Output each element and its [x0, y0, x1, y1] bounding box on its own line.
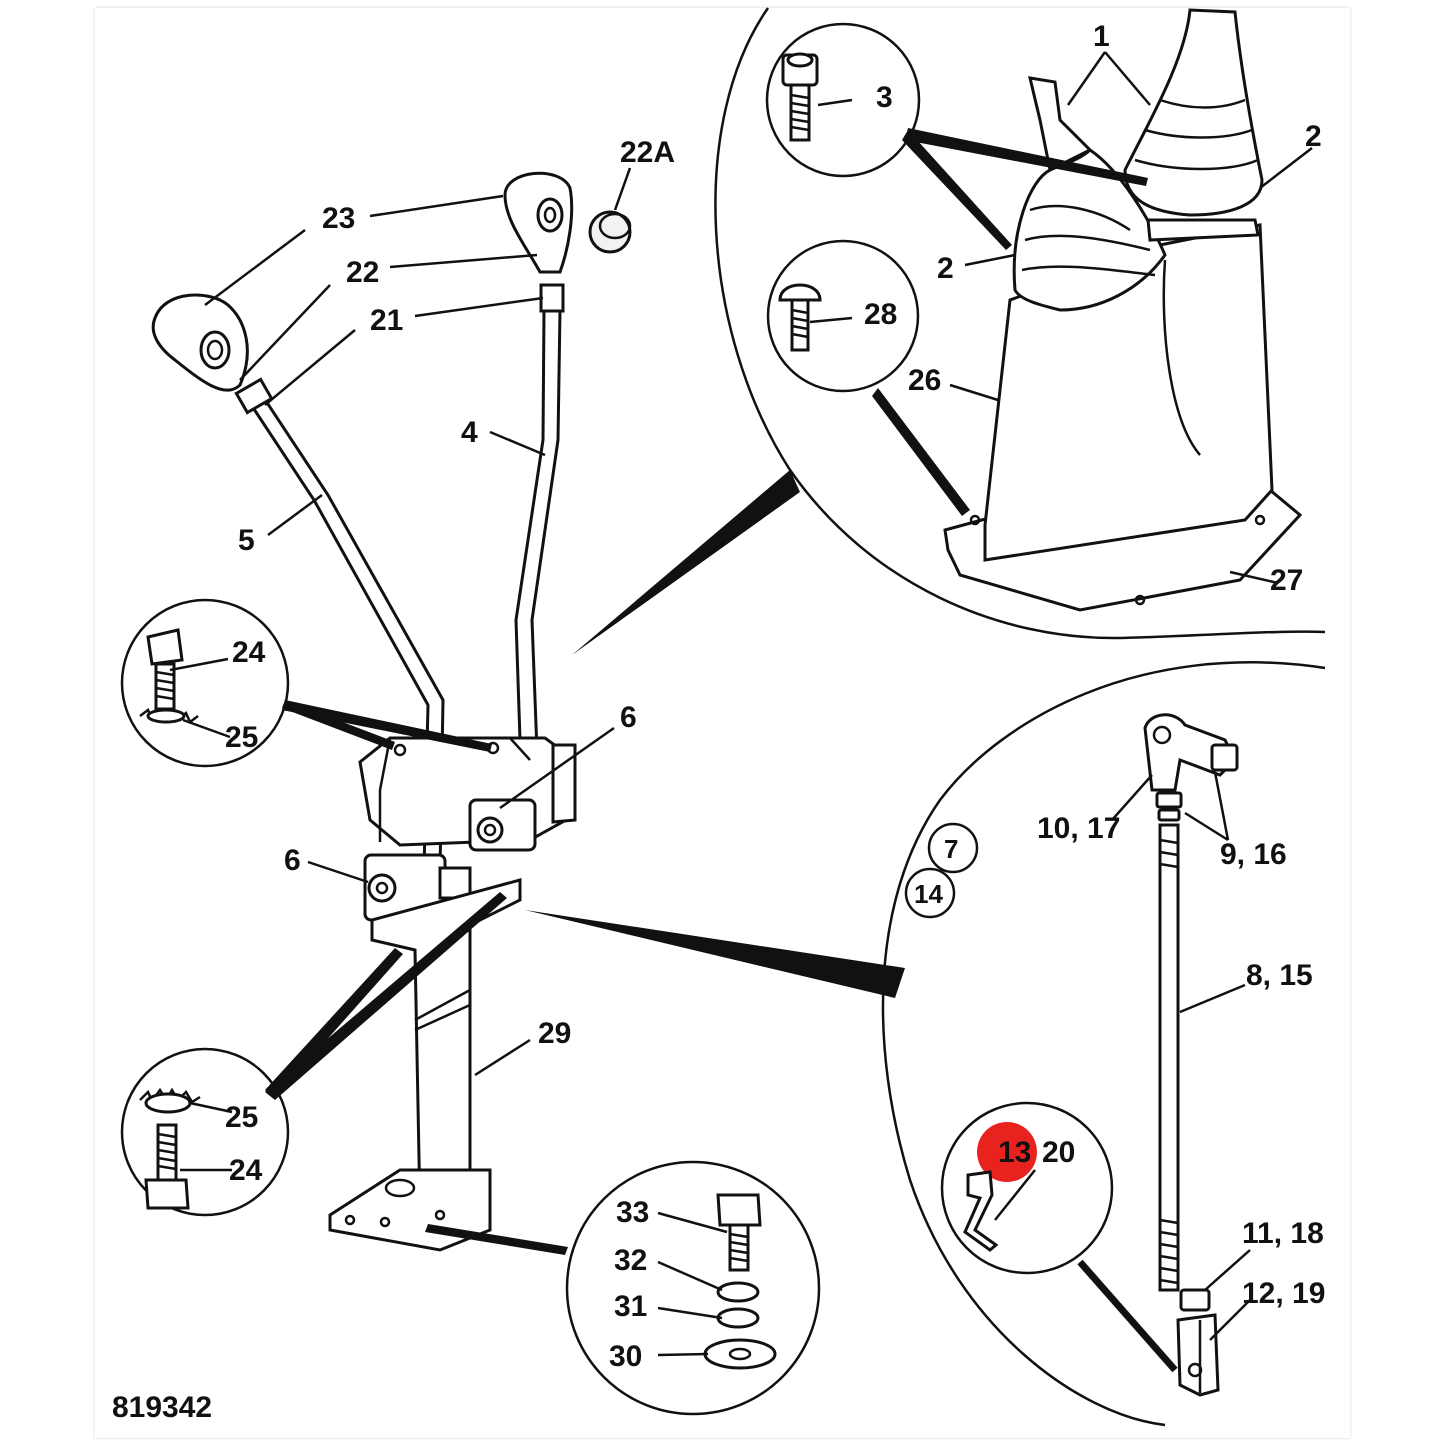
detail-circle-28 [766, 239, 920, 393]
detail-circle-24-25-bottom [120, 1047, 290, 1217]
callout-24-top: 24 [232, 636, 266, 669]
callout-26: 26 [908, 364, 941, 397]
leader-lines [169, 51, 1313, 1357]
callout-7: 7 [944, 834, 958, 864]
bolt-24-bottom [144, 1123, 190, 1210]
callout-29: 29 [538, 1017, 571, 1050]
knob-23-right [503, 171, 574, 274]
callout-12-19: 12, 19 [1242, 1277, 1325, 1310]
nut-11-18 [1179, 1288, 1211, 1312]
highlight-marker [977, 1122, 1037, 1182]
detail-circle-33-30 [565, 1160, 821, 1416]
detail-circle-3 [765, 22, 921, 178]
callout-1: 1 [1093, 20, 1110, 53]
callout-14: 14 [914, 879, 943, 909]
drawing-number: 819342 [112, 1391, 212, 1424]
callout-28: 28 [864, 298, 897, 331]
gaiter-21-left [234, 377, 274, 415]
callout-4: 4 [461, 416, 478, 449]
callout-2-right: 2 [1305, 120, 1322, 153]
ref-circle-14 [904, 867, 956, 919]
callout-13: 13 [998, 1136, 1031, 1169]
detail-circle-gear-boot [714, 7, 1326, 640]
callout-11-18: 11, 18 [1242, 1217, 1324, 1250]
rubber-boot-2-left [1012, 76, 1167, 312]
washer-31 [716, 1307, 760, 1329]
nut-9-16-b [1157, 808, 1181, 822]
callout-5: 5 [238, 524, 255, 557]
knob-23-left [151, 293, 249, 392]
callout-3: 3 [876, 81, 893, 114]
callout-10-17: 10, 17 [1037, 812, 1120, 845]
bolt-33 [716, 1193, 762, 1272]
callout-30: 30 [609, 1340, 642, 1373]
nut-9-16-a [1155, 791, 1183, 809]
clevis-12-19 [1176, 1313, 1220, 1397]
callout-31: 31 [614, 1290, 647, 1323]
wedge-leader-rod [525, 910, 905, 998]
button-bolt-28 [778, 283, 822, 352]
callout-labels: 1 2 2 3 28 26 27 22A 23 22 21 4 5 6 6 24… [112, 20, 1325, 1424]
callout-9-16: 9, 16 [1220, 838, 1287, 871]
callout-32: 32 [614, 1244, 647, 1277]
callout-22: 22 [346, 256, 379, 289]
clip-13-20 [963, 1170, 999, 1252]
callout-6-right: 6 [620, 701, 637, 734]
callout-25-bottom: 25 [225, 1101, 258, 1134]
leader-wedges [265, 128, 1148, 1255]
callout-27: 27 [1270, 564, 1303, 597]
callout-21: 21 [370, 304, 403, 337]
callout-2-left: 2 [937, 252, 954, 285]
ball-joint-10-17 [1143, 713, 1239, 792]
flat-washer-30 [703, 1338, 777, 1370]
flat-washer-30-hole [728, 1347, 752, 1361]
callout-6-left: 6 [284, 844, 301, 877]
pivot-bracket [358, 736, 577, 847]
callout-8-15: 8, 15 [1246, 959, 1313, 992]
lock-washer-25-top [139, 708, 199, 724]
spring-washer-32 [716, 1281, 760, 1303]
ref-circle-7 [927, 822, 979, 874]
rubber-boot-2-right [1123, 8, 1264, 242]
detail-circle-linkage-rod [881, 661, 1326, 1427]
detail-circle-13-20 [940, 1101, 1114, 1275]
socket-bolt-3 [781, 52, 819, 142]
callout-22a: 22A [620, 136, 675, 169]
gaiter-21-right [539, 283, 565, 313]
threaded-rod-8-15 [1158, 823, 1180, 1292]
callout-20: 20 [1042, 1136, 1075, 1169]
callout-33: 33 [616, 1196, 649, 1229]
wedge-leader-clip [1077, 1259, 1178, 1373]
wedge-leader-boot [572, 470, 800, 655]
universal-joint-6-right [468, 798, 537, 852]
detail-circle-24-25-top [120, 598, 290, 768]
cap-22a [588, 210, 632, 254]
lock-washer-25-bottom [139, 1087, 201, 1114]
universal-joint-6-left [363, 853, 472, 922]
callout-25-top: 25 [225, 721, 258, 754]
callout-24-bottom: 24 [229, 1154, 263, 1187]
callout-23: 23 [322, 202, 355, 235]
